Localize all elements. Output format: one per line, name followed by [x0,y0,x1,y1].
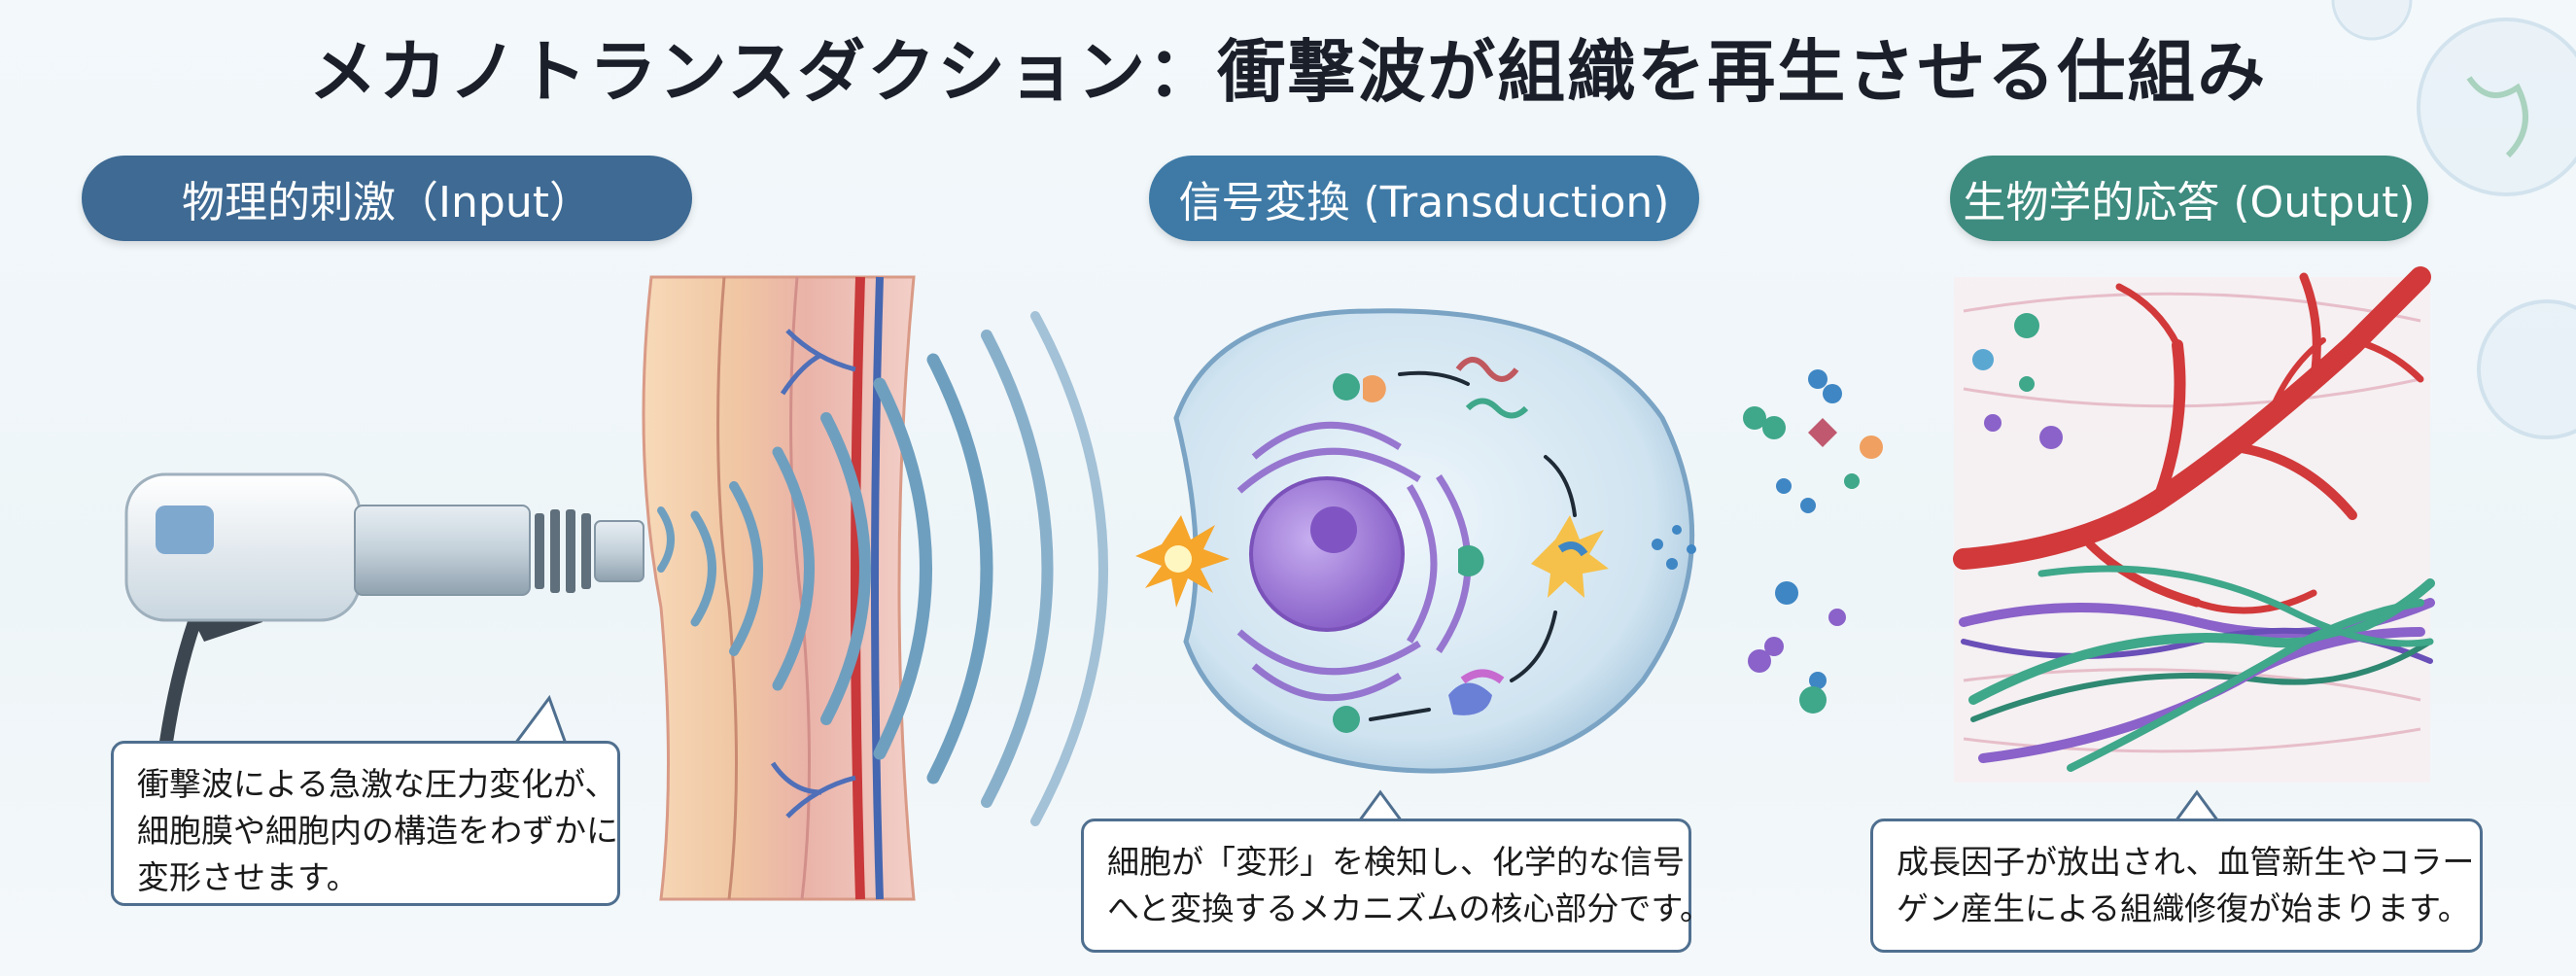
callout-input: 衝撃波による急激な圧力変化が、 細胞膜や細胞内の構造をわずかに 変形させます。 [111,741,620,906]
callout-text-line: 細胞膜や細胞内の構造をわずかに [137,812,618,850]
stage-label-input: 物理的刺激（Input） [82,156,692,241]
shockwave-icon [657,311,1108,826]
callout-text-line: 変形させます。 [137,858,359,896]
growth-factor-icon [1743,369,1883,714]
callout-text-line: 細胞が「変形」を検知し、化学的な信号 [1107,843,1685,881]
callout-pointers [512,694,2221,823]
callout-text-line: へと変換するメカニズムの核心部分です。 [1107,889,1713,927]
page-title: メカノトランスダクション：衝撃波が組織を再生させる仕組み [308,32,2268,112]
cell-icon [1135,308,1696,774]
shockwave-device-icon [124,472,644,755]
callout-transduction: 細胞が「変形」を検知し、化学的な信号 へと変換するメカニズムの核心部分です。 [1081,819,1713,953]
background-cell-icon [2331,0,2576,439]
callout-text-line: 衝撃波による急激な圧力変化が、 [137,765,617,803]
skin-tissue-icon [642,275,916,901]
callout-text-line: ゲン産生による組織修復が始まります。 [1897,889,2470,927]
stage-label-transduction: 信号変換 (Transduction) [1149,156,1699,241]
stage-label-output: 生物学的応答 (Output) [1950,156,2428,241]
callout-text-line: 成長因子が放出され、血管新生やコラー [1897,843,2475,881]
impact-flash-icon [1135,515,1230,608]
vessel-collagen-icon [1953,266,2435,783]
callout-output: 成長因子が放出され、血管新生やコラー ゲン産生による組織修復が始まります。 [1870,819,2483,953]
